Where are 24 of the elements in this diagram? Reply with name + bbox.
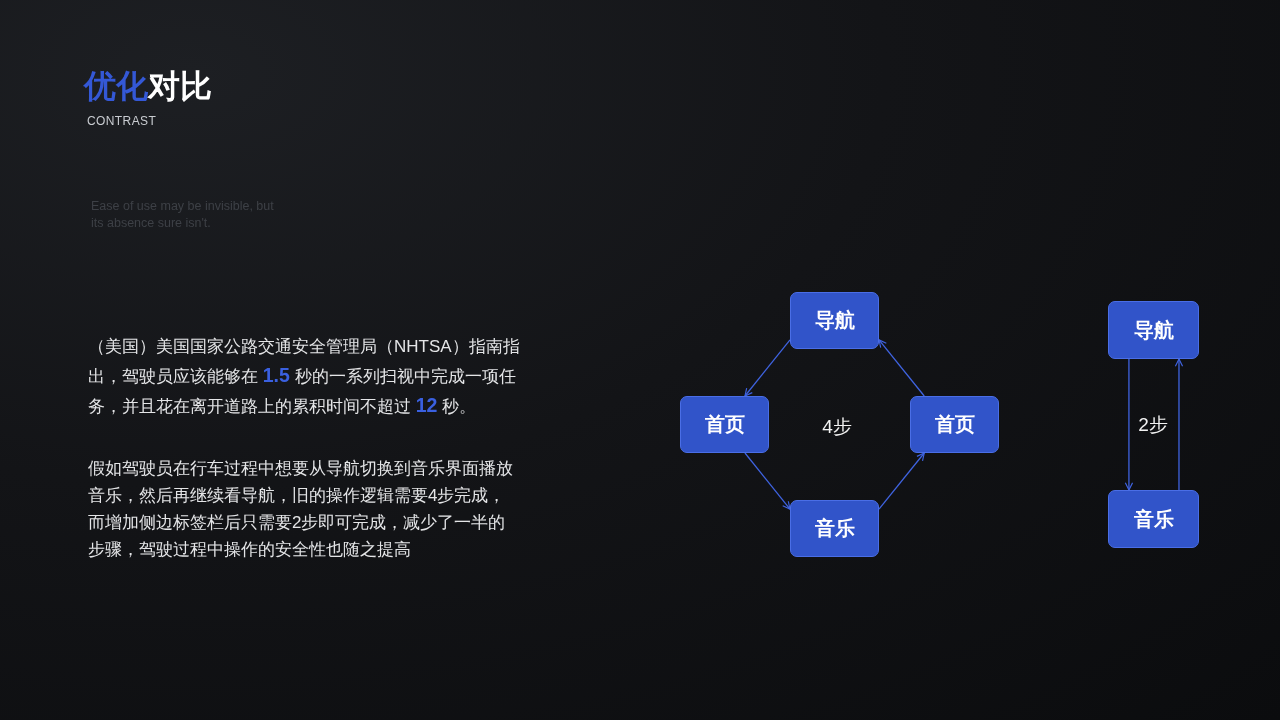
subtitle: CONTRAST	[87, 113, 157, 129]
step-box	[1108, 490, 1199, 548]
arrow	[1174, 358, 1184, 491]
box-label: 音乐	[1133, 506, 1174, 532]
arrow	[878, 339, 925, 397]
box-label: 导航	[1133, 317, 1174, 343]
step-box	[790, 292, 879, 349]
box-label: 首页	[704, 412, 745, 437]
step-box	[910, 396, 999, 453]
step-box	[1108, 301, 1199, 359]
title: 优化对比	[84, 67, 212, 106]
box-label: 导航	[814, 308, 855, 333]
arrow	[744, 339, 791, 397]
box-label: 首页	[934, 412, 975, 437]
paragraph: （美国）美国国家公路交通安全管理局（NHTSA）指南指出，驾驶员应该能够在 1.5 秒的一系列扫视中完成一项任务，并且花在离开道路上的累积时间不超过 12 秒。	[88, 336, 521, 418]
arrow	[744, 452, 791, 510]
step-count: 4步	[822, 415, 852, 439]
arrow	[1124, 358, 1134, 491]
paragraph: 假如驾驶员在行车过程中想要从导航切换到音乐界面播放音乐，然后再继续看导航，旧的操作逻辑需要4步完成，而增加侧边标签栏后只需要2步即可完成，减少了一半的步骤，驾驶过程中操作的安全性也随之提高	[88, 458, 514, 561]
step-box	[680, 396, 769, 453]
box-label: 音乐	[814, 516, 855, 541]
step-count: 2步	[1138, 413, 1168, 437]
arrow	[878, 452, 925, 510]
step-box	[790, 500, 879, 557]
